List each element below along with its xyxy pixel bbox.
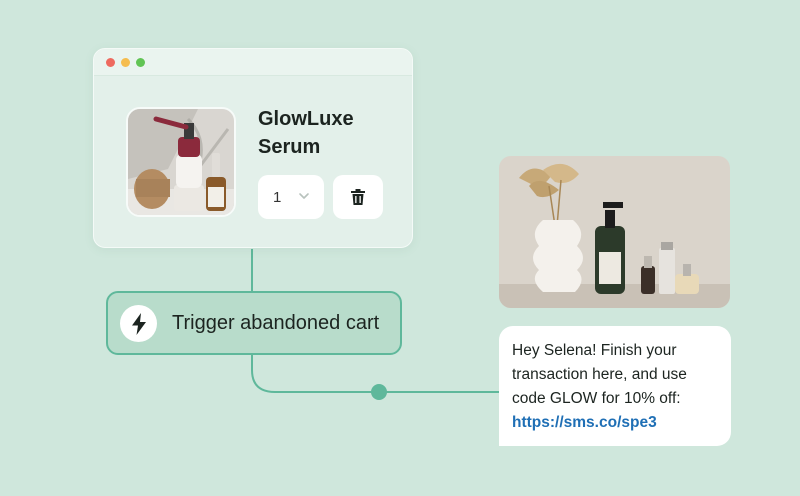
- product-name: GlowLuxe Serum: [258, 108, 354, 158]
- trigger-abandoned-cart[interactable]: Trigger abandoned cart: [106, 291, 402, 355]
- window-minimize-dot[interactable]: [121, 57, 130, 67]
- lightning-bolt-icon: [131, 312, 146, 335]
- sms-message-text: Hey Selena! Finish your transaction here…: [512, 342, 687, 407]
- cart-window: GlowLuxe Serum 1: [93, 48, 413, 248]
- trash-icon: [351, 189, 365, 205]
- window-maximize-dot[interactable]: [136, 57, 145, 67]
- window-titlebar: [94, 49, 412, 76]
- connector-node: [371, 384, 387, 400]
- product-image: [126, 107, 236, 217]
- sms-link[interactable]: https://sms.co/spe3: [512, 414, 657, 431]
- window-close-dot[interactable]: [106, 57, 115, 67]
- quantity-select[interactable]: 1: [258, 175, 324, 219]
- trigger-label: Trigger abandoned cart: [172, 312, 380, 334]
- quantity-value: 1: [273, 188, 282, 206]
- delete-button[interactable]: [333, 175, 383, 219]
- product-photo: [499, 156, 730, 308]
- trigger-icon-circle: [120, 305, 157, 342]
- chevron-down-icon: [299, 193, 309, 199]
- sms-message: Hey Selena! Finish your transaction here…: [499, 326, 731, 446]
